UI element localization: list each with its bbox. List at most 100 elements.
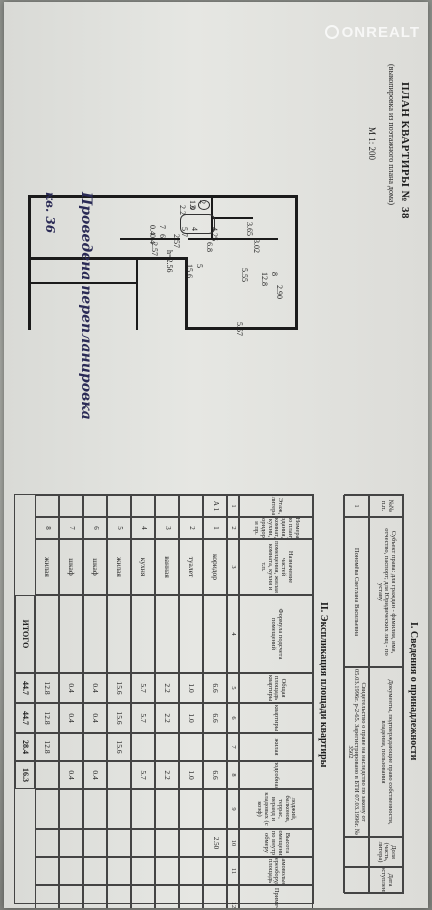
row-total: 0.4 (83, 673, 107, 703)
row-living (83, 733, 107, 761)
row-formula (35, 595, 59, 673)
room-number: 8 (270, 272, 279, 276)
row-height (35, 829, 59, 857)
row-aux: 5.7 (131, 761, 155, 789)
row-name: коридор (203, 539, 227, 595)
row-notes (83, 885, 107, 908)
row-floor (107, 495, 131, 517)
row-total: 0.4 (59, 673, 83, 703)
row-aux (35, 761, 59, 789)
row-name: шкаф (59, 539, 83, 595)
row-floor (83, 495, 107, 517)
owner-name: Пономёва Светлана Васильевна (343, 517, 369, 667)
plan-title: ПЛАН КВАРТИРЫ № (399, 82, 411, 203)
room-number: 4 (190, 227, 199, 231)
expl-col-number: 9 (227, 789, 239, 829)
row-formula (155, 595, 179, 673)
row-aux: 0.4 (59, 761, 83, 789)
expl-header-name: Назначение частей помещения, жилая комна… (239, 539, 313, 595)
row-loggia (59, 789, 83, 829)
total-quarter: 44.7 (15, 703, 35, 733)
watermark: ONREALT (324, 24, 420, 41)
row-notes (35, 885, 59, 908)
row-name: туалет (179, 539, 203, 595)
expl-col-number: 4 (227, 595, 239, 673)
row-loggia (155, 789, 179, 829)
row-notes (155, 885, 179, 908)
row-reconstr (59, 857, 83, 885)
room-area: 15.6 (185, 264, 194, 278)
expl-col-number: 7 (227, 733, 239, 761)
row-number: 3 (155, 517, 179, 539)
row-name: жилая (107, 539, 131, 595)
row-floor: А 1 (203, 495, 227, 517)
explication-title: II. Экспликация площади квартиры (318, 602, 329, 768)
row-reconstr (35, 857, 59, 885)
row-aux (107, 761, 131, 789)
row-notes (179, 885, 203, 908)
expl-header-living: жилая (239, 733, 313, 761)
row-quarter: 0.4 (83, 703, 107, 733)
row-height (59, 829, 83, 857)
total-living: 28.4 (15, 733, 35, 761)
row-quarter: 5.7 (131, 703, 155, 733)
row-reconstr (179, 857, 203, 885)
expl-col-number: 3 (227, 539, 239, 595)
expl-col-number: 2 (227, 517, 239, 539)
expl-header-reconstr: Самовольно переоборуд. площадь (239, 857, 313, 885)
expl-header-aux: подсобная (239, 761, 313, 789)
plan-wall (136, 257, 138, 330)
room-area: 0.4 (148, 234, 157, 244)
expl-col-number: 1 (227, 495, 239, 517)
plan-wall (28, 257, 188, 260)
row-height (131, 829, 155, 857)
row-loggia (203, 789, 227, 829)
row-total: 12.8 (35, 673, 59, 703)
row-height (83, 829, 107, 857)
row-name: ванная (155, 539, 179, 595)
expl-col-number: 5 (227, 673, 239, 703)
plan-wall (188, 238, 278, 240)
row-number: 8 (35, 517, 59, 539)
row-height (179, 829, 203, 857)
row-living (59, 733, 83, 761)
row-formula (179, 595, 203, 673)
room-number: 5 (195, 264, 204, 268)
row-name: жилая (35, 539, 59, 595)
row-quarter: 2.2 (155, 703, 179, 733)
owner-empty-cell (343, 837, 369, 867)
owners-header-cell: №№ п.п. (369, 495, 403, 517)
expl-header-formula: Формула подсчета помещений (239, 595, 313, 673)
dim: 6.8 (205, 242, 214, 252)
dim: 2.57 (172, 234, 181, 248)
row-number: 2 (179, 517, 203, 539)
room-area: 1.0 (188, 200, 197, 210)
row-notes (203, 885, 227, 908)
dim: 2.90 (275, 285, 284, 299)
expl-col-number: 11 (227, 857, 239, 885)
row-living (203, 733, 227, 761)
row-loggia (179, 789, 203, 829)
row-aux: 6.6 (203, 761, 227, 789)
room-number: 2 (198, 200, 207, 204)
redevelopment-note: Проведена перепланировка (78, 192, 94, 420)
dim: h=2.56 (165, 250, 174, 273)
row-formula (83, 595, 107, 673)
owners-header-cell: Дата поступления (369, 867, 403, 893)
row-quarter: 6.6 (203, 703, 227, 733)
expl-header-floor: Этаж, литера (239, 495, 313, 517)
row-floor (35, 495, 59, 517)
row-quarter: 0.4 (59, 703, 83, 733)
owner-empty-cell (343, 867, 369, 893)
row-reconstr (155, 857, 179, 885)
expl-col-number: 8 (227, 761, 239, 789)
expl-col-number: 6 (227, 703, 239, 733)
row-floor (179, 495, 203, 517)
dim: 5.57 (235, 322, 244, 336)
expl-col-number: 12 (227, 885, 239, 908)
row-aux: 0.4 (83, 761, 107, 789)
row-name: кухня (131, 539, 155, 595)
row-aux: 2.2 (155, 761, 179, 789)
row-total: 6.6 (203, 673, 227, 703)
